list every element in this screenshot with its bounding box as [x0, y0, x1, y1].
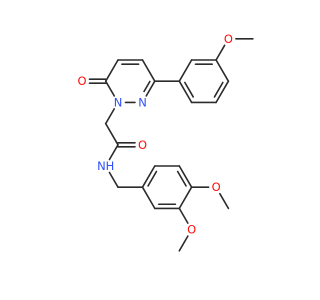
- bond-single-31: [178, 235, 189, 252]
- bond-single-16: [104, 108, 116, 125]
- atom-label-layer: O N N O O NH O O: [77, 32, 232, 237]
- bond-double-24-b: [176, 170, 187, 187]
- bond-double-8-a: [178, 80, 193, 104]
- bond-single-3: [104, 80, 116, 97]
- bond-single-1: [104, 59, 119, 82]
- bond-double-22-b: [147, 170, 158, 187]
- bond-single-30: [178, 207, 189, 224]
- bond-single-13: [178, 59, 193, 82]
- atom-label-o-17: O: [138, 138, 147, 152]
- bond-double-5-b: [143, 80, 151, 93]
- bond-double-10-a: [215, 80, 230, 104]
- atom-label-nh-18: NH: [97, 159, 114, 173]
- atom-label-n-5: N: [138, 95, 147, 109]
- bond-double-8-b: [184, 81, 195, 98]
- molecule-structure: O N N O O NH O O: [77, 32, 254, 252]
- bond-single-14: [215, 44, 226, 61]
- bond-single-29: [219, 192, 230, 210]
- bond-single-17: [104, 122, 119, 146]
- bond-single-25: [178, 186, 193, 210]
- atom-label-o-3: O: [77, 74, 86, 88]
- bond-double-24-a: [178, 165, 193, 188]
- bond-double-10-b: [213, 81, 224, 98]
- bond-single-20: [108, 171, 119, 188]
- atom-label-o-26: O: [212, 180, 221, 194]
- bond-single-27: [141, 186, 156, 210]
- bond-layer: [88, 37, 254, 252]
- bond-single-19: [108, 144, 119, 161]
- atom-label-n-4: N: [114, 95, 123, 109]
- bond-double-22-a: [141, 165, 156, 188]
- bond-single-11: [215, 59, 230, 82]
- atom-label-o-13: O: [224, 32, 233, 46]
- bond-single-6: [141, 59, 156, 82]
- bond-double-5-a: [145, 80, 156, 97]
- atom-label-o-28: O: [187, 223, 196, 237]
